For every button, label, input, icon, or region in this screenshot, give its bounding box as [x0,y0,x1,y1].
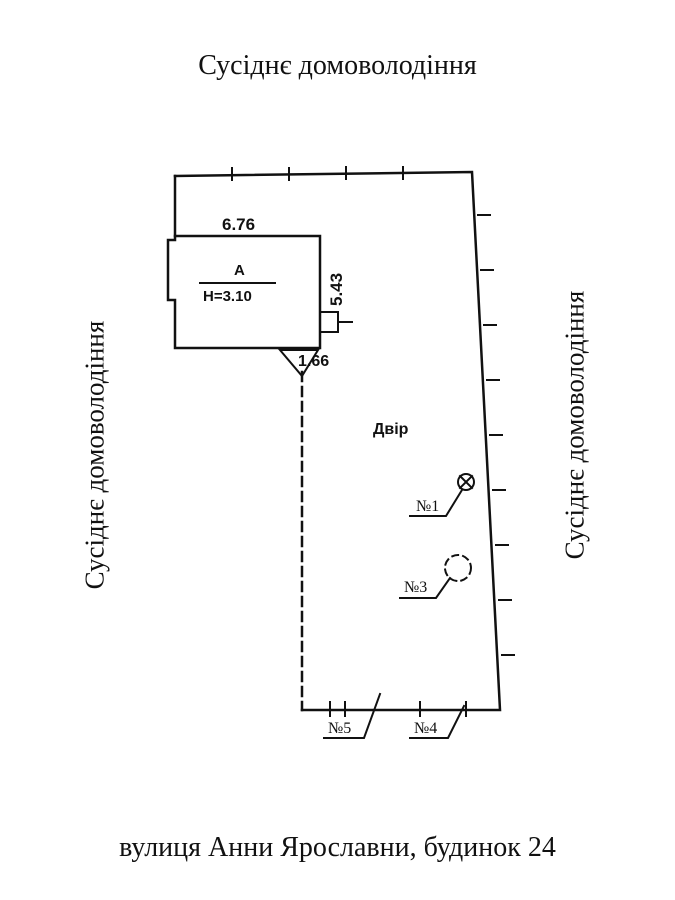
marker-3-label: №3 [404,579,427,596]
leader-line-1 [409,488,464,517]
building-width-dimension: 6.76 [222,215,255,234]
leader-line-4 [409,704,466,739]
corner-triangle [277,349,320,378]
corner-dimension: 1.66 [298,353,329,370]
building-height: Н=3.10 [203,288,252,305]
leader-line-5 [323,692,382,739]
right-boundary-ticks [477,214,515,656]
building-depth-dimension: 5.43 [327,273,346,306]
bottom-boundary-ticks [329,701,467,717]
top-neighbor-label: Сусіднє домоволодіння [198,50,477,81]
leader-line-3 [399,576,452,599]
building-porch [321,311,339,333]
building-a-outline [166,234,322,350]
yard-label: Двір [373,421,409,438]
top-boundary-ticks [231,166,404,181]
dashed-circle-3 [444,554,472,582]
marker-5-label: №5 [328,720,351,737]
marker-1-label: №1 [416,498,439,515]
well-symbol-1 [457,473,475,491]
building-letter: А [234,262,245,279]
plot-boundary [173,170,502,712]
marker-4-label: №4 [414,720,437,737]
street-address-label: вулиця Анни Ярославни, будинок 24 [119,832,556,863]
